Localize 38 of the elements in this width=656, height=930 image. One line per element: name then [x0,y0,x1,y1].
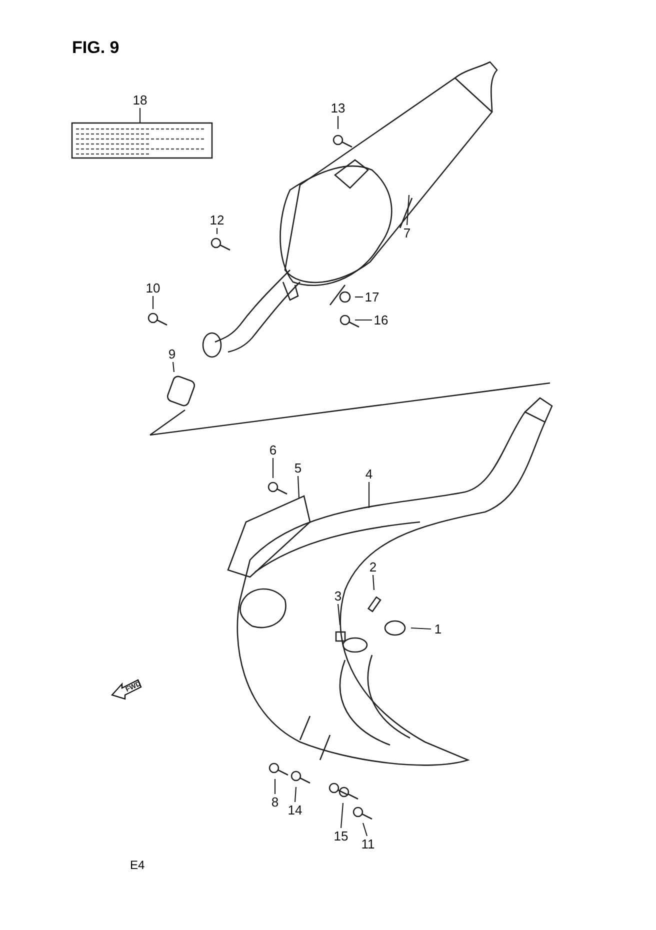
callout-number: 10 [146,282,160,294]
leader-line [337,604,341,626]
leader-line [340,802,344,828]
leader-line [139,108,141,123]
leader-line [362,822,368,836]
leader-line [406,194,410,226]
callout-number: 5 [294,462,302,474]
leader-line [410,627,432,630]
leader-line [337,116,339,129]
callout-number: 15 [334,830,348,842]
callout-number: 12 [210,214,224,226]
callout-number: 18 [132,94,148,106]
callout-number: 7 [403,226,411,240]
leader-line [294,786,297,802]
figure-title: FIG. 9 [72,38,120,58]
callout-number: 14 [288,804,302,816]
callout-number: 8 [271,796,279,808]
callout-number: 6 [269,444,277,456]
callout-number: 9 [168,348,176,360]
callout-number: 2 [369,560,377,574]
callout-number: 1 [434,622,442,636]
leader-line [274,779,276,794]
callout-number: 13 [330,102,346,114]
callout-number: 3 [334,590,342,602]
leader-line [216,228,218,234]
callout-number: 16 [374,314,388,326]
leader-line [368,482,370,508]
leader-line [272,458,274,478]
leader-line [172,362,175,372]
callout-number: 4 [365,468,373,480]
leader-line [372,574,375,590]
leader-line [355,319,372,321]
leader-line [355,296,363,298]
callout-number: 17 [364,290,380,304]
callout-number: 11 [361,838,375,850]
model-code: E4 [130,858,145,872]
leader-line [152,296,154,309]
leader-line [297,476,300,498]
